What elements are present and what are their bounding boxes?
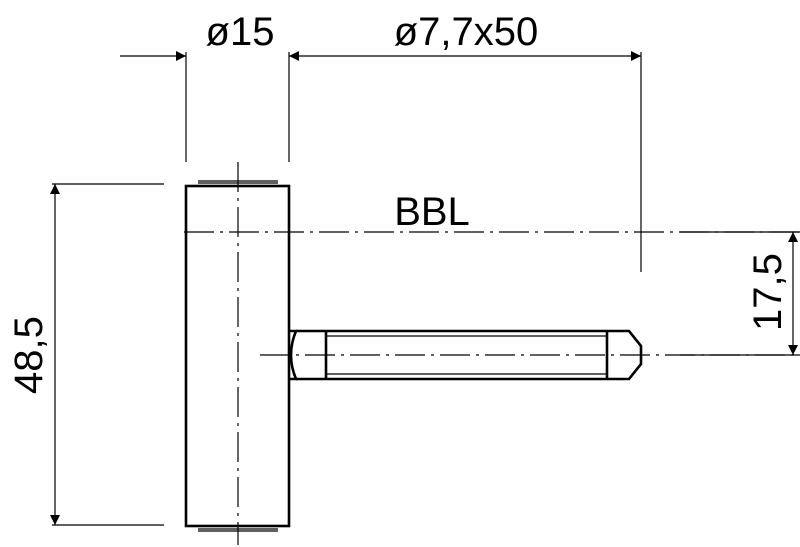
pin-size-label: ø7,7x50 <box>394 10 539 54</box>
offset-label: 17,5 <box>746 253 790 331</box>
extension-lines <box>52 52 800 526</box>
barrel-diameter-label: ø15 <box>206 10 275 54</box>
pin-shaft <box>289 329 643 381</box>
bbl-label: BBL <box>394 190 470 234</box>
total-height-label: 48,5 <box>7 316 51 394</box>
